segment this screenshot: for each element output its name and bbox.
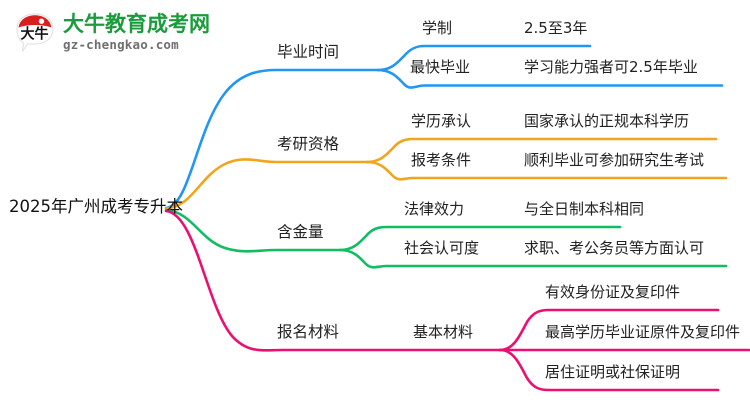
node-xuezhi[interactable]: 学制	[422, 19, 453, 37]
branch-line-graduation-time	[164, 68, 380, 210]
value-shehui-renkedu[interactable]: 求职、考公务员等方面认可	[524, 239, 705, 257]
mindmap-root-node[interactable]: 2025年广州成考专升本	[9, 197, 183, 216]
site-logo: 大牛 大牛教育成考网 gz-chengkao.com	[14, 10, 229, 56]
value-biyezheng[interactable]: 最高学历毕业证原件及复印件	[545, 323, 741, 341]
branch-line-degree-value	[164, 208, 342, 253]
node-postgraduate-eligibility[interactable]: 考研资格	[277, 135, 340, 153]
daniu-speech-bubble-logo: 大牛	[14, 12, 56, 54]
value-baokao-tiaojian[interactable]: 顺利毕业可参加研究生考试	[524, 151, 705, 169]
node-zuikuai-biye[interactable]: 最快毕业	[410, 58, 471, 76]
node-falv-xiaoli[interactable]: 法律效力	[404, 200, 465, 218]
subbranch-line-falvxiaoli	[338, 225, 622, 252]
node-degree-value[interactable]: 含金量	[277, 223, 324, 241]
subbranch-line-xuelichengren	[365, 137, 718, 164]
logo-brand-cn: 大牛教育成考网	[63, 12, 210, 37]
branch-line-postgraduate-eligibility	[164, 158, 369, 210]
subbranch-line-shehuirenkedu	[338, 248, 728, 269]
value-juzhu-zhengming[interactable]: 居住证明或社保证明	[545, 363, 681, 381]
value-shenfenzheng[interactable]: 有效身份证及复印件	[545, 283, 681, 301]
node-shehui-renkedu[interactable]: 社会认可度	[404, 239, 480, 257]
node-xueli-chengren[interactable]: 学历承认	[411, 112, 472, 130]
value-xuezhi[interactable]: 2.5至3年	[524, 19, 588, 37]
subbranch-line-baokaotiaojian	[365, 160, 728, 181]
logo-wordmark: 大牛教育成考网 gz-chengkao.com	[63, 14, 210, 52]
logo-brand-url: gz-chengkao.com	[63, 37, 179, 53]
node-graduation-time[interactable]: 毕业时间	[277, 43, 340, 61]
branch-line-application-materials	[164, 209, 502, 352]
subbranch-line-jibencailiao-1	[498, 308, 720, 352]
svg-text:大牛: 大牛	[21, 26, 49, 43]
subbranch-line-xuezhi	[376, 44, 592, 72]
value-xueli-chengren[interactable]: 国家承认的正规本科学历	[524, 112, 690, 130]
subbranch-line-zuikuai	[376, 68, 724, 89]
node-application-materials[interactable]: 报名材料	[277, 323, 340, 341]
node-baokao-tiaojian[interactable]: 报考条件	[411, 151, 472, 169]
value-zuikuai-biye[interactable]: 学习能力强者可2.5年毕业	[524, 58, 698, 76]
subbranch-line-jibencailiao-3	[498, 348, 720, 392]
node-jiben-cailiao[interactable]: 基本材料	[413, 323, 474, 341]
value-falv-xiaoli[interactable]: 与全日制本科相同	[524, 200, 645, 218]
